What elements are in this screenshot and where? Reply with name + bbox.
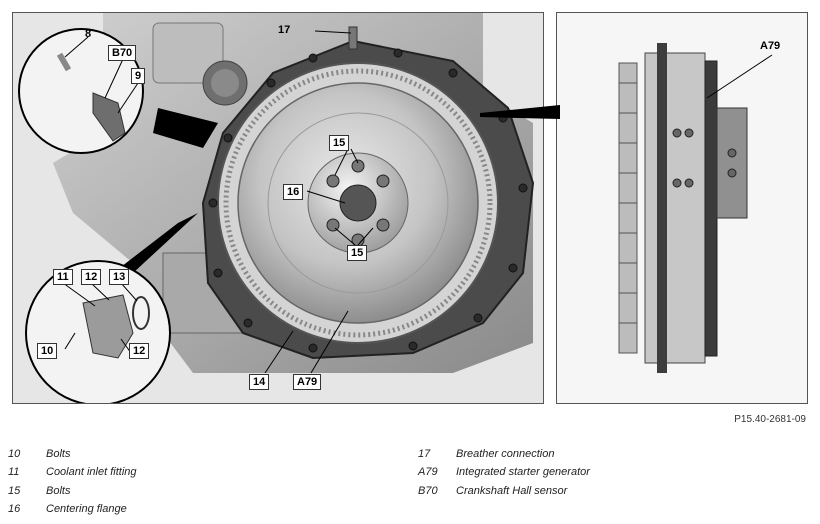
callout-8: 8 [84,28,92,40]
legend-code: 16 [8,503,21,515]
legend-code: 15 [8,485,21,497]
legend-code: 17 [418,448,431,460]
view-connector [480,105,560,119]
callout-12-bottom: 12 [129,343,150,359]
callout-9: 9 [131,68,146,84]
hub-bolts [326,159,390,247]
legend-code: A79 [418,466,438,478]
connector-block [716,107,748,219]
callout-a79: A79 [293,374,322,390]
legend-desc: Centering flange [46,503,127,515]
hall-sensor [92,92,126,142]
callout-a79-side: A79 [760,40,781,52]
breather-connection [348,26,358,50]
housing-bolts [208,48,528,353]
engine-illustration [13,13,543,403]
generator-body [644,52,706,364]
callout-b70: B70 [108,45,137,61]
legend-desc: Coolant inlet fitting [46,466,137,478]
starter-generator-side-view [557,13,807,403]
main-illustration-panel: 8 B70 9 17 15 16 15 11 12 13 10 12 14 A7… [12,12,544,404]
legend-desc: Breather connection [456,448,555,460]
callout-12-top: 12 [81,269,102,285]
legend-code: 10 [8,448,21,460]
figure-id: P15.40-2681-09 [734,414,806,425]
callout-15-top: 15 [329,135,350,151]
callout-13: 13 [109,269,130,285]
callout-15-bottom: 15 [347,245,368,261]
legend-desc: Bolts [46,485,71,497]
legend-desc: Crankshaft Hall sensor [456,485,568,497]
callout-10: 10 [37,343,58,359]
ring-gear [618,62,638,354]
centering-flange [339,184,377,222]
coolant-fitting-inset [25,213,198,403]
callout-14: 14 [249,374,270,390]
legend-code: B70 [418,485,438,497]
legend-code: 11 [8,466,20,478]
legend-desc: Bolts [46,448,71,460]
callout-16: 16 [283,184,304,200]
callout-11: 11 [53,269,73,285]
callout-17: 17 [278,24,291,36]
legend-desc: Integrated starter generator [456,466,590,478]
side-view-panel: A79 [556,12,808,404]
